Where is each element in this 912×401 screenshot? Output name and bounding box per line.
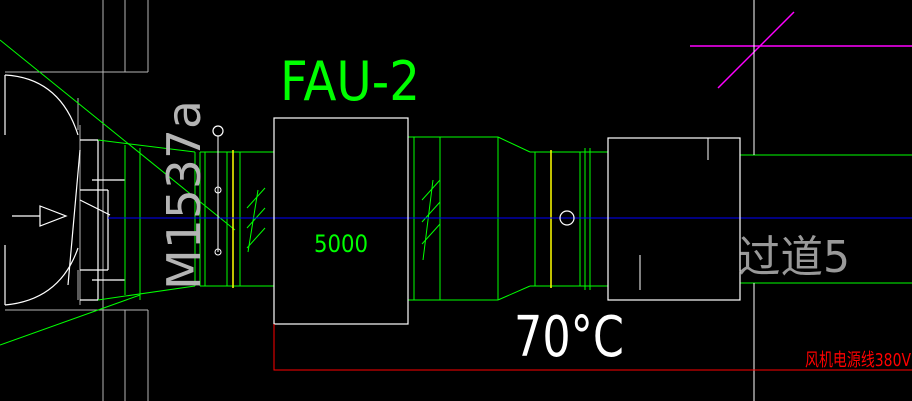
airflow-arrow-icon — [12, 205, 68, 227]
downstream-equipment[interactable] — [607, 137, 741, 301]
sensor-dot-lower — [214, 248, 222, 256]
duct-outline — [0, 39, 912, 346]
power-note: 风机电源线380V — [805, 350, 912, 371]
damper-lines — [232, 150, 552, 288]
sensor-marker-top[interactable] — [212, 125, 224, 137]
fau-unit-body[interactable] — [273, 117, 409, 325]
fire-damper-temp: 70°C — [514, 305, 624, 370]
power-cable-line — [273, 324, 912, 371]
sensor-dot-upper — [214, 186, 222, 194]
reference-marker — [690, 11, 912, 89]
unit-tag-label: FAU-2 — [280, 50, 420, 113]
building-walls — [5, 0, 149, 401]
intake-louver — [4, 74, 125, 306]
corridor-label: 过道5 — [738, 232, 850, 283]
airflow-value: 5000 — [314, 230, 368, 258]
section-label: M1537a — [157, 100, 211, 290]
fire-damper-symbol[interactable] — [559, 210, 575, 226]
